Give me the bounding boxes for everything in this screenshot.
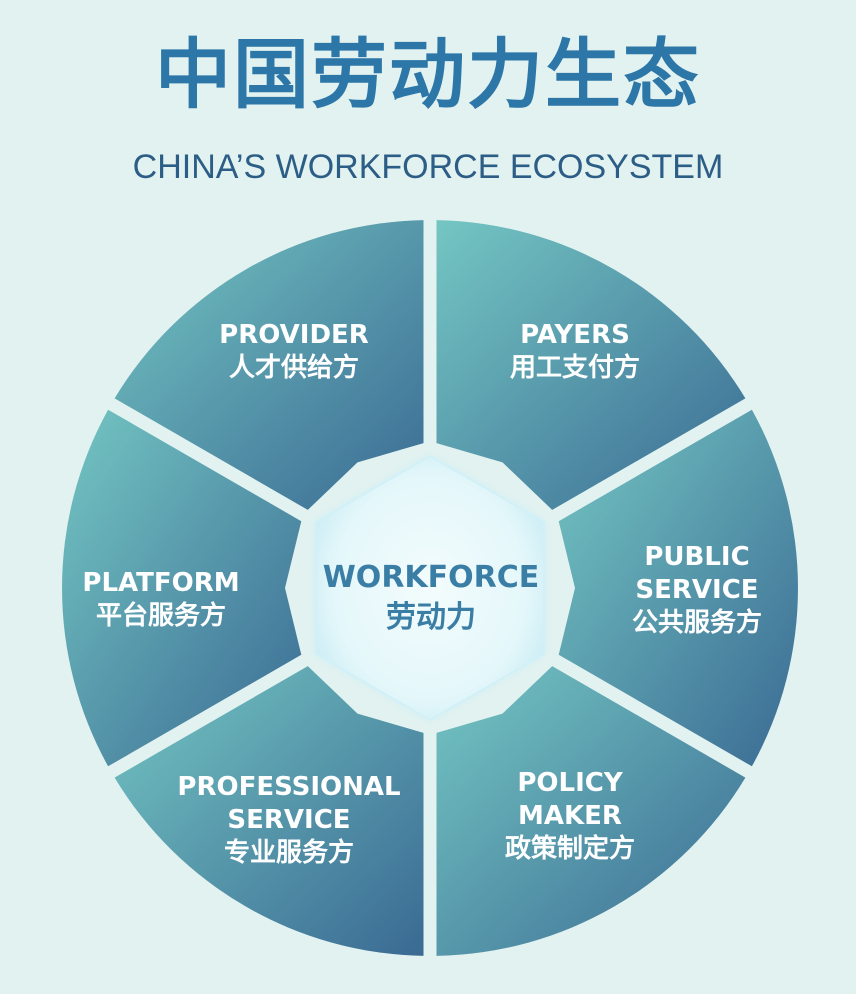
segment-public-service bbox=[558, 409, 798, 767]
center-label: WORKFORCE 劳动力 bbox=[311, 558, 551, 638]
page-subtitle: CHINA’S WORKFORCE ECOSYSTEM bbox=[132, 148, 724, 186]
segment-payers bbox=[436, 220, 746, 510]
segment-label-provider: PROVIDER 人才供给方 bbox=[219, 320, 369, 383]
segment-label-policy-maker: POLICY MAKER 政策制定方 bbox=[504, 768, 635, 864]
center-label-zh: 劳动力 bbox=[386, 600, 476, 635]
segment-label-public-service: PUBLIC SERVICE 公共服务方 bbox=[631, 542, 762, 638]
segment-platform bbox=[62, 409, 302, 767]
center-hexagon bbox=[314, 455, 546, 721]
center-label-en: WORKFORCE bbox=[322, 560, 540, 595]
segment-label-payers: PAYERS 用工支付方 bbox=[509, 320, 640, 383]
page-title: 中国劳动力生态 bbox=[155, 30, 701, 119]
segment-provider bbox=[114, 220, 424, 510]
segment-policy-maker bbox=[436, 666, 746, 956]
segment-label-professional-service: PROFESSIONAL SERVICE 专业服务方 bbox=[177, 772, 401, 868]
segment-professional-service bbox=[114, 666, 424, 956]
segment-label-platform: PLATFORM 平台服务方 bbox=[82, 568, 240, 631]
